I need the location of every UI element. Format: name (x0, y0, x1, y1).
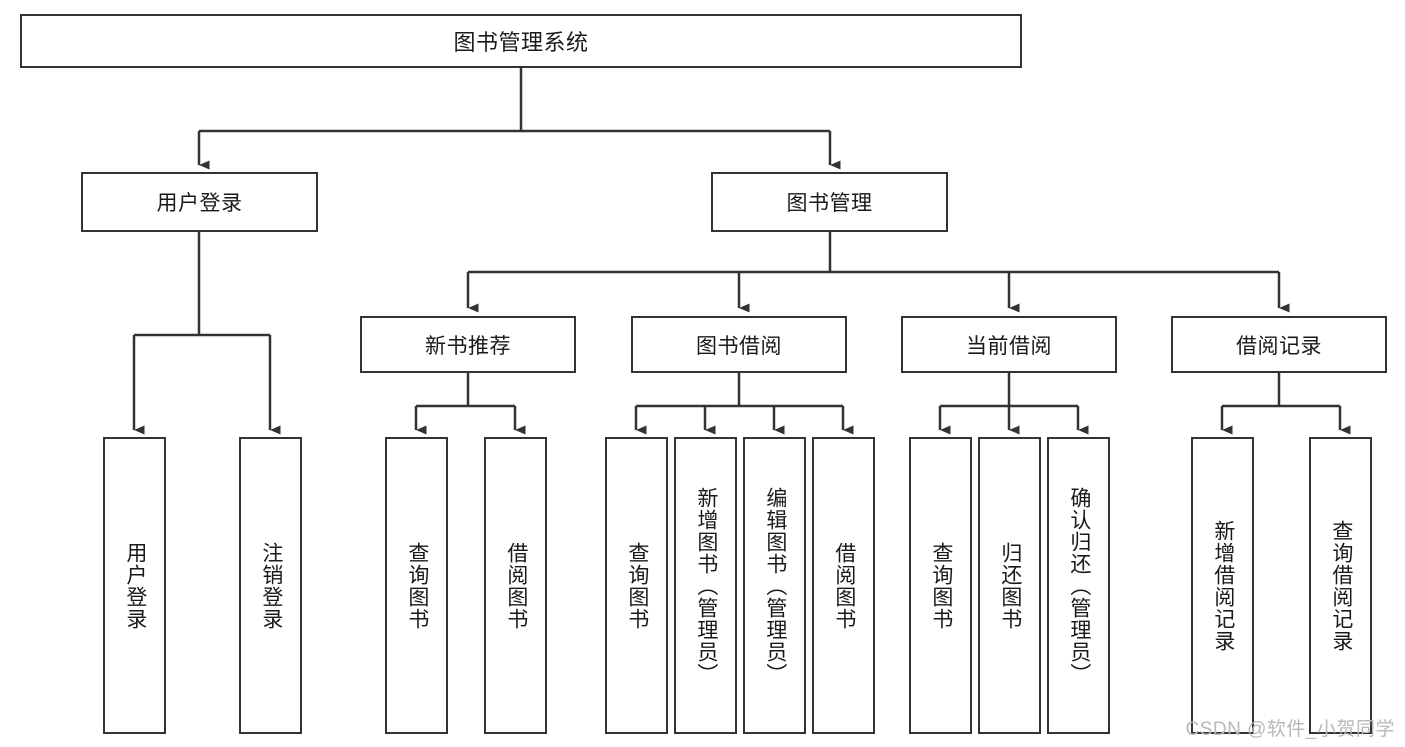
leaf-query-book-2[interactable]: 查询图书 (605, 437, 668, 734)
leaf-user-logout-label: 注销登录 (259, 541, 283, 630)
node-book-borrow-label: 图书借阅 (696, 334, 782, 358)
leaf-query-book-3-label: 查询图书 (929, 541, 953, 630)
node-new-book-recommend-label: 新书推荐 (425, 334, 511, 358)
leaf-add-book[interactable]: 新增图书（管理员） (674, 437, 737, 734)
leaf-return-book[interactable]: 归还图书 (978, 437, 1041, 734)
leaf-query-book-1[interactable]: 查询图书 (385, 437, 448, 734)
watermark-text: CSDN @软件_小贺同学 (1185, 719, 1395, 740)
leaf-edit-book-label: 编辑图书（管理员） (763, 486, 787, 685)
leaf-query-record[interactable]: 查询借阅记录 (1309, 437, 1372, 734)
leaf-borrow-book-1[interactable]: 借阅图书 (484, 437, 547, 734)
leaf-user-login[interactable]: 用户登录 (103, 437, 166, 734)
leaf-add-book-label: 新增图书（管理员） (694, 486, 718, 685)
node-current-borrow-label: 当前借阅 (966, 334, 1052, 358)
leaf-return-book-label: 归还图书 (998, 541, 1022, 630)
node-root-library-system[interactable]: 图书管理系统 (20, 14, 1022, 68)
node-root-label: 图书管理系统 (453, 30, 589, 55)
node-borrow-record[interactable]: 借阅记录 (1171, 316, 1387, 373)
leaf-query-book-1-label: 查询图书 (405, 541, 429, 630)
leaf-query-record-label: 查询借阅记录 (1329, 519, 1353, 652)
leaf-confirm-return[interactable]: 确认归还（管理员） (1047, 437, 1110, 734)
node-borrow-record-label: 借阅记录 (1236, 334, 1322, 358)
leaf-user-logout[interactable]: 注销登录 (239, 437, 302, 734)
node-book-borrow[interactable]: 图书借阅 (631, 316, 847, 373)
node-book-manage[interactable]: 图书管理 (711, 172, 948, 232)
leaf-query-book-2-label: 查询图书 (625, 541, 649, 630)
leaf-edit-book[interactable]: 编辑图书（管理员） (743, 437, 806, 734)
node-current-borrow[interactable]: 当前借阅 (901, 316, 1117, 373)
leaf-add-record-label: 新增借阅记录 (1211, 519, 1235, 652)
leaf-borrow-book-2-label: 借阅图书 (832, 541, 856, 630)
leaf-query-book-3[interactable]: 查询图书 (909, 437, 972, 734)
leaf-borrow-book-2[interactable]: 借阅图书 (812, 437, 875, 734)
leaf-borrow-book-1-label: 借阅图书 (504, 541, 528, 630)
node-user-login[interactable]: 用户登录 (81, 172, 318, 232)
leaf-confirm-return-label: 确认归还（管理员） (1067, 486, 1091, 685)
node-new-book-recommend[interactable]: 新书推荐 (360, 316, 576, 373)
node-user-login-label: 用户登录 (156, 192, 243, 215)
node-book-manage-label: 图书管理 (786, 192, 873, 215)
leaf-user-login-label: 用户登录 (123, 541, 147, 630)
leaf-add-record[interactable]: 新增借阅记录 (1191, 437, 1254, 734)
